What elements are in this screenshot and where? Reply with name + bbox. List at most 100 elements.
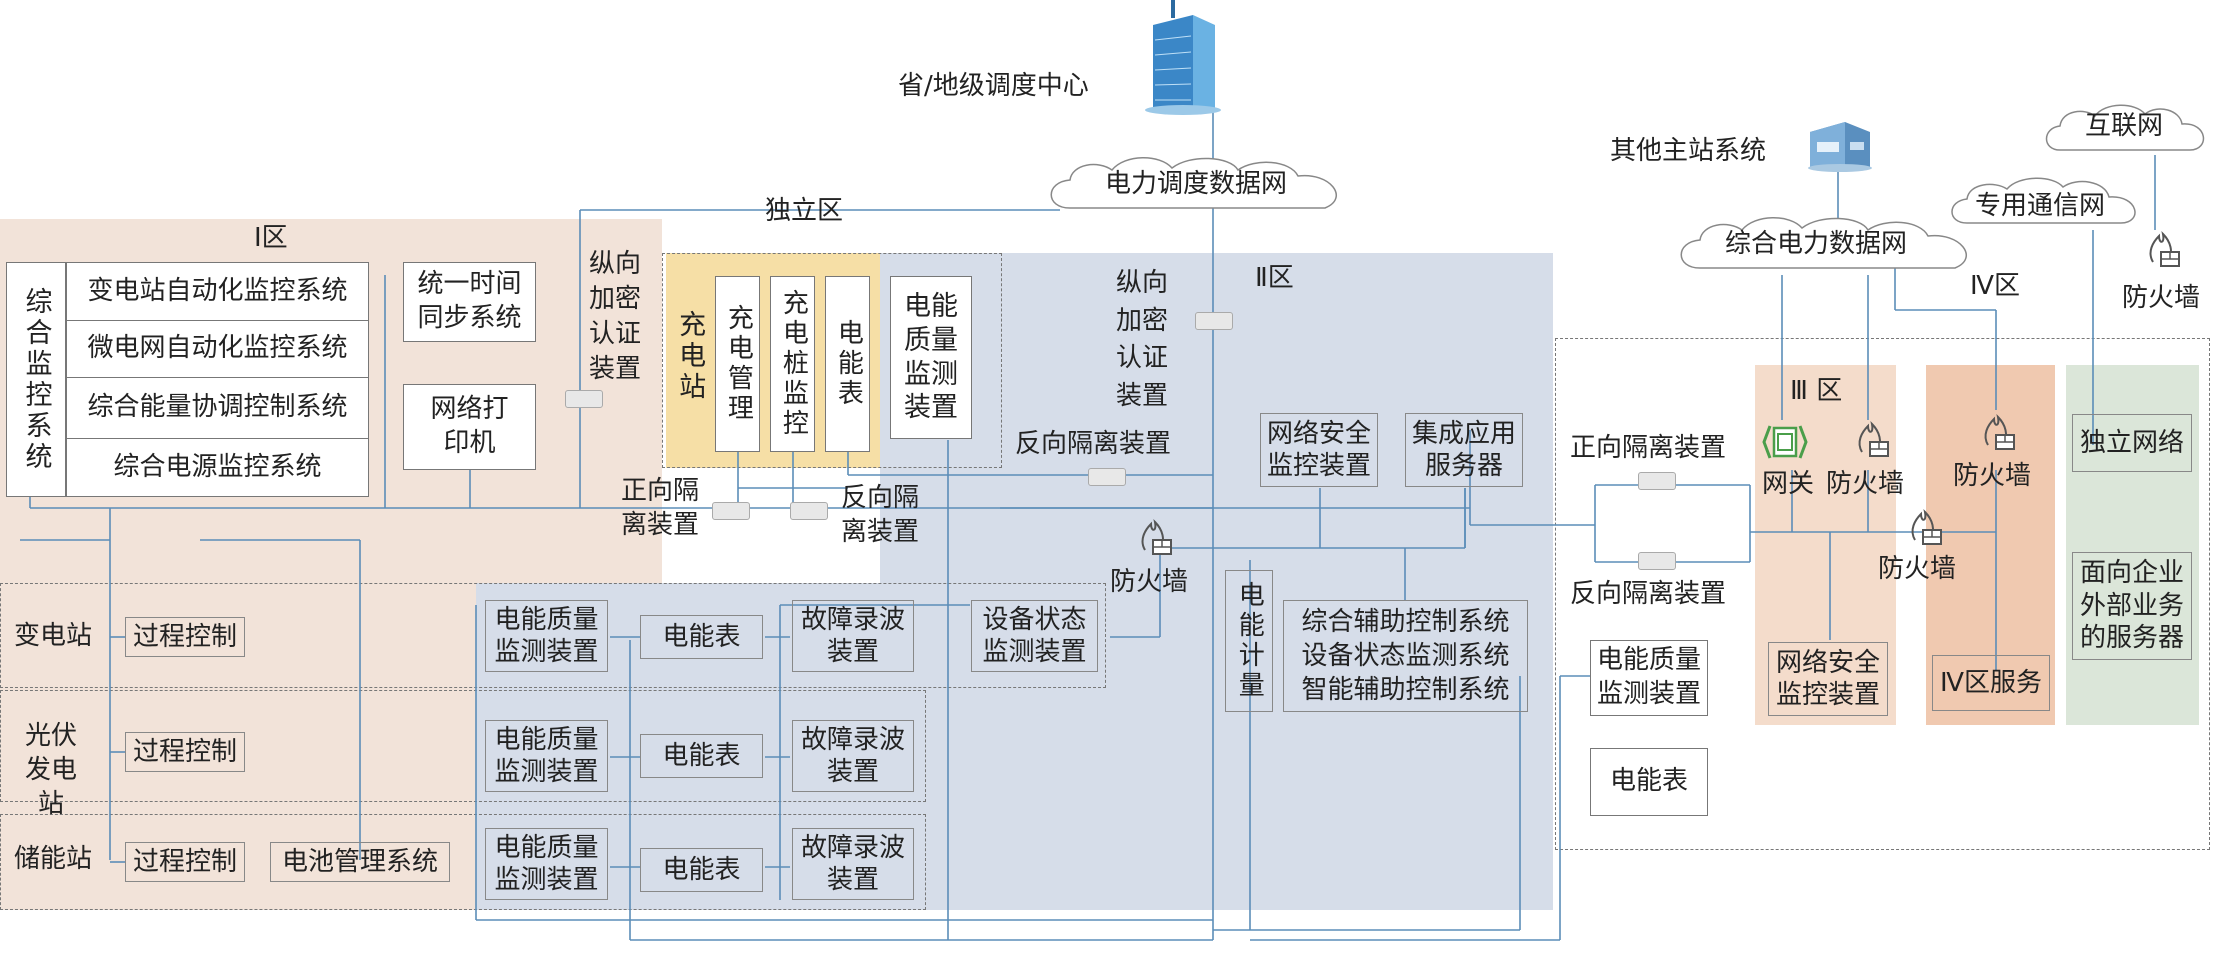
reverse-iso-z2-label: 反向隔离装置 <box>1015 429 1172 459</box>
z4-service-box: Ⅳ区服务 <box>1932 655 2050 711</box>
independent-zone-label: 独立区 <box>765 196 844 226</box>
charging-station-label: 充电站 <box>674 310 706 403</box>
zone4-area <box>1926 365 2055 725</box>
station-building-icon <box>1808 122 1872 172</box>
time-sync-box: 统一时间同步系统 <box>403 262 536 342</box>
forward-iso-icon-charging <box>712 502 750 520</box>
forward-iso-charging-text: 正向隔离装置 <box>620 476 699 540</box>
pv-station-text: 光伏发电站 <box>24 721 77 819</box>
substation-meter-box: 电能表 <box>640 615 763 659</box>
vertical-encrypt-z2-text: 纵向加密认证装置 <box>1115 268 1168 412</box>
aux-systems-box: 综合辅助控制系统 设备状态监测系统 智能辅助控制系统 <box>1283 600 1528 712</box>
zone2-label: Ⅱ区 <box>1255 263 1294 293</box>
charging-meter-box: 电能表 <box>825 276 870 452</box>
substation-fault-box: 故障录波装置 <box>792 600 914 672</box>
pv-meter-box: 电能表 <box>640 734 763 778</box>
power-supply-monitor-box: 综合电源监控系统 <box>66 438 369 497</box>
firewall-z2-label: 防火墙 <box>1110 567 1189 597</box>
reverse-iso-icon-right <box>1638 552 1676 570</box>
independent-zone-frame <box>662 253 1002 468</box>
storage-process-box: 过程控制 <box>125 842 245 882</box>
right-outer-frame <box>1555 338 2210 850</box>
storage-bms-box: 电池管理系统 <box>270 842 450 882</box>
reverse-iso-right-label: 反向隔离装置 <box>1570 579 1727 609</box>
encrypt-device-icon-z2 <box>1195 312 1233 330</box>
storage-row-frame <box>0 814 926 910</box>
substation-row-frame <box>0 583 1106 688</box>
reverse-iso-icon-charging <box>790 502 828 520</box>
forward-iso-charging-label: 正向隔离装置 <box>612 475 708 543</box>
independent-net-box: 独立网络 <box>2072 414 2192 472</box>
forward-iso-right-label: 正向隔离装置 <box>1570 433 1727 463</box>
storage-pq-text: 电能质量监测装置 <box>494 832 599 896</box>
vertical-encrypt-z2-label: 纵向加密认证装置 <box>1115 265 1175 416</box>
substation-pq-text: 电能质量监测装置 <box>494 604 599 668</box>
building-icon <box>1145 0 1221 115</box>
zone1-lower-area <box>0 583 476 910</box>
internet-cloud <box>2045 104 2205 151</box>
integrated-net-cloud <box>1680 217 1967 269</box>
integrated-server-box: 集成应用服务器 <box>1405 413 1523 487</box>
substation-fault-text: 故障录波装置 <box>800 604 905 668</box>
firewall-mid-label: 防火墙 <box>1878 554 1957 584</box>
encrypt-device-icon-z1 <box>565 390 603 408</box>
zone2-lower-area <box>476 583 880 910</box>
equip-monitor-text: 设备状态监测系统 <box>1301 640 1510 671</box>
firewall-top-label: 防火墙 <box>2122 283 2201 313</box>
charge-mgmt-box: 充电管理 <box>715 276 760 452</box>
firewall-icon-top <box>2149 230 2180 267</box>
pq-right-text: 电能质量监测装置 <box>1596 645 1701 709</box>
internet-label: 互联网 <box>2085 111 2164 141</box>
meter-right-box: 电能表 <box>1590 748 1708 816</box>
net-security-z2-text: 网络安全监控装置 <box>1267 418 1372 482</box>
integrated-monitor-box: 综合监控系统 <box>6 262 66 497</box>
pq-right-box: 电能质量监测装置 <box>1590 640 1708 716</box>
pv-pq-box: 电能质量监测装置 <box>485 720 608 792</box>
storage-meter-box: 电能表 <box>640 848 763 892</box>
integrated-server-text: 集成应用服务器 <box>1412 418 1517 482</box>
dedicated-comm-cloud <box>1951 177 2136 224</box>
power-dispatch-net-label: 电力调度数据网 <box>1105 169 1288 199</box>
storage-fault-box: 故障录波装置 <box>792 828 914 900</box>
charging-pq-box: 电能质量监测装置 <box>890 276 972 439</box>
storage-station-label: 储能站 <box>14 844 93 874</box>
firewall-icon-z3 <box>1858 420 1889 457</box>
pv-fault-text: 故障录波装置 <box>800 724 905 788</box>
network-printer-box: 网络打印机 <box>403 384 536 470</box>
equip-device-box: 设备状态监测装置 <box>971 600 1098 672</box>
external-server-box: 面向企业外部业务的服务器 <box>2072 552 2192 660</box>
pile-monitor-box: 充电桩监控 <box>770 276 815 452</box>
smart-aux-text: 智能辅助控制系统 <box>1301 675 1510 706</box>
integrated-net-label: 综合电力数据网 <box>1725 229 1908 259</box>
gateway-label: 网关 <box>1762 469 1815 499</box>
green-area <box>2066 365 2199 725</box>
substation-label: 变电站 <box>14 621 93 651</box>
net-security-z3-text: 网络安全监控装置 <box>1775 647 1880 711</box>
pv-row-frame <box>0 690 926 802</box>
net-security-z3-box: 网络安全监控装置 <box>1768 642 1888 716</box>
firewall-icon-mid <box>1911 508 1942 545</box>
pv-pq-text: 电能质量监测装置 <box>494 724 599 788</box>
energy-coord-box: 综合能量协调控制系统 <box>66 377 369 439</box>
aux-control-text: 综合辅助控制系统 <box>1301 606 1510 637</box>
microgrid-auto-box: 微电网自动化监控系统 <box>66 320 369 378</box>
reverse-iso-charging-text: 反向隔离装置 <box>840 483 919 547</box>
power-dispatch-net-cloud <box>1050 157 1337 209</box>
storage-pq-box: 电能质量监测装置 <box>485 828 608 900</box>
firewall-z4-label: 防火墙 <box>1953 461 2032 491</box>
zone1-label: Ⅰ区 <box>254 223 288 253</box>
dedicated-comm-label: 专用通信网 <box>1975 191 2106 221</box>
gateway-icon <box>1762 425 1808 459</box>
substation-auto-box: 变电站自动化监控系统 <box>66 262 369 322</box>
pv-station-label: 光伏发电站 <box>16 720 86 821</box>
substation-process-box: 过程控制 <box>125 617 245 657</box>
dispatch-center-label: 省/地级调度中心 <box>898 71 1089 101</box>
zone3-label: Ⅲ 区 <box>1790 376 1843 406</box>
storage-fault-text: 故障录波装置 <box>800 832 905 896</box>
energy-metering-box: 电能计量 <box>1225 570 1273 712</box>
substation-pq-box: 电能质量监测装置 <box>485 600 608 672</box>
firewall-z3-label: 防火墙 <box>1826 469 1905 499</box>
net-security-z2-box: 网络安全监控装置 <box>1260 413 1378 487</box>
reverse-iso-charging-label: 反向隔离装置 <box>832 482 928 550</box>
